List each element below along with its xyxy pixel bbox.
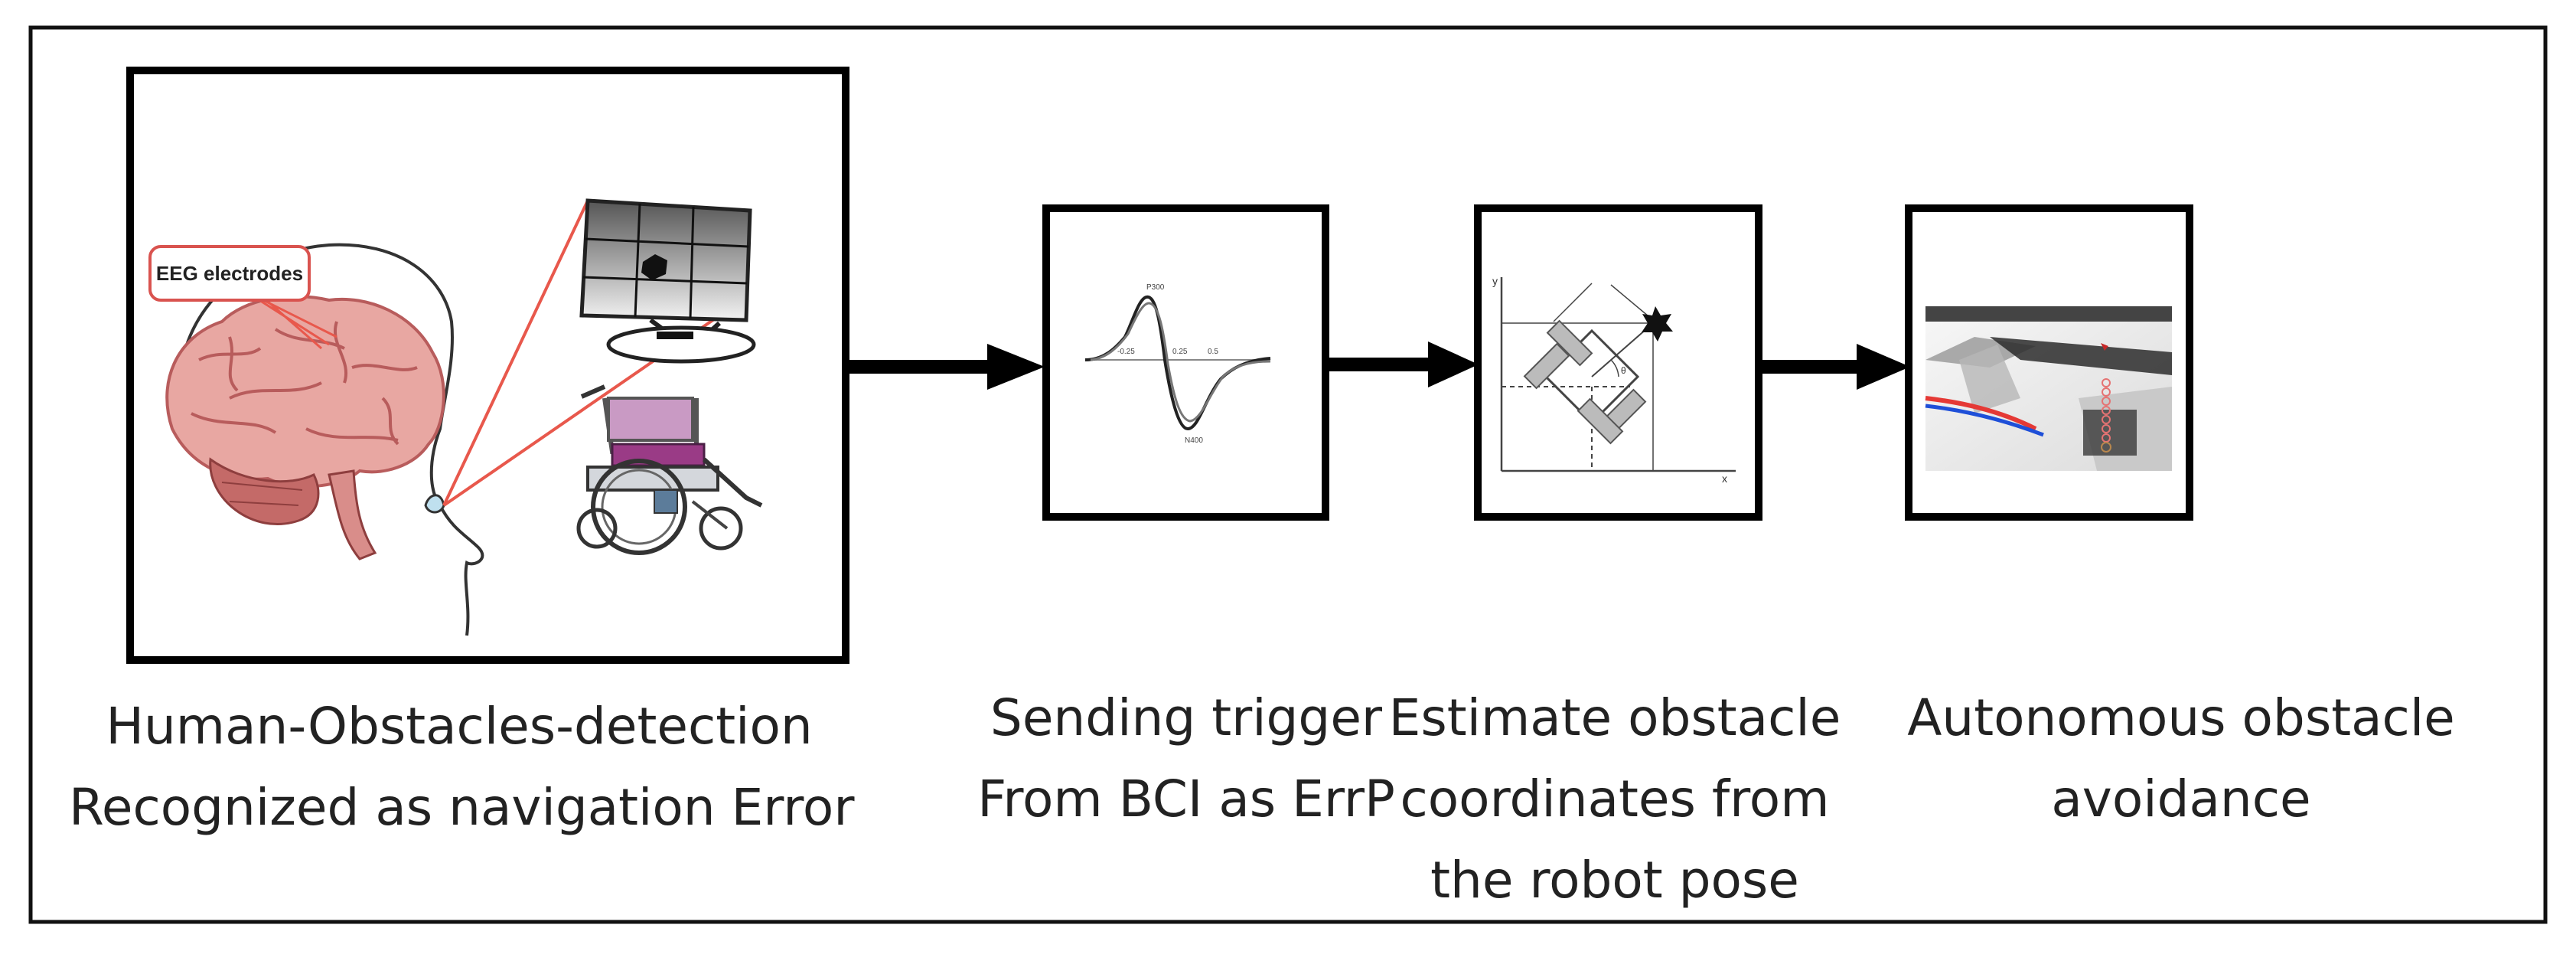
caption-line: From BCI as ErrP bbox=[977, 770, 1395, 828]
caption-estimate-coordinates: Estimate obstacle coordinates from the r… bbox=[1378, 678, 1852, 921]
arrow-1 bbox=[846, 344, 1045, 390]
svg-text:-0.25: -0.25 bbox=[1117, 348, 1135, 356]
caption-human-detection: Human-Obstacles-detection Recognized as … bbox=[69, 686, 855, 848]
caption-obstacle-avoidance: Autonomous obstacle avoidance bbox=[1890, 678, 2472, 840]
simulation-render-icon bbox=[1925, 306, 2172, 471]
obstacle-star-icon bbox=[1642, 306, 1673, 341]
caption-line: Autonomous obstacle bbox=[1907, 688, 2455, 747]
obstacle-icon bbox=[641, 254, 667, 280]
svg-text:0.5: 0.5 bbox=[1208, 348, 1218, 356]
stage-box-bci-trigger: P300 N400 -0.25 0.25 0.5 bbox=[1042, 204, 1329, 521]
arrow-2 bbox=[1325, 341, 1479, 387]
svg-text:P300: P300 bbox=[1146, 283, 1165, 292]
wheelchair-icon bbox=[576, 384, 763, 555]
svg-text:N400: N400 bbox=[1185, 436, 1203, 445]
eye-icon bbox=[424, 494, 445, 514]
brain-icon bbox=[165, 295, 445, 560]
eeg-label-box bbox=[148, 245, 311, 302]
svg-text:θ: θ bbox=[1621, 365, 1626, 376]
stage-box-estimate-coordinates: y x θ bbox=[1474, 204, 1762, 521]
stage-box-obstacle-avoidance bbox=[1905, 204, 2193, 521]
monitor-icon bbox=[579, 198, 756, 364]
caption-line: Human-Obstacles-detection bbox=[106, 697, 813, 756]
caption-line: Estimate obstacle bbox=[1388, 688, 1841, 747]
svg-text:0.25: 0.25 bbox=[1172, 348, 1188, 356]
caption-line: the robot pose bbox=[1430, 851, 1799, 910]
svg-text:y: y bbox=[1492, 275, 1498, 287]
caption-bci-trigger: Sending trigger From BCI as ErrP bbox=[911, 678, 1462, 840]
errp-waveform-icon: P300 N400 -0.25 0.25 0.5 bbox=[1084, 283, 1271, 445]
caption-line: coordinates from bbox=[1400, 770, 1830, 828]
eeg-label: EEG electrodes bbox=[156, 262, 303, 285]
svg-text:x: x bbox=[1722, 472, 1727, 485]
caption-line: Sending trigger bbox=[990, 688, 1383, 747]
caption-line: avoidance bbox=[2051, 770, 2311, 828]
caption-line: Recognized as navigation Error bbox=[69, 778, 855, 837]
outer-frame bbox=[28, 25, 2548, 924]
stage-box-human-detection: EEG electrodes bbox=[126, 67, 849, 664]
arrow-3 bbox=[1759, 344, 1910, 390]
